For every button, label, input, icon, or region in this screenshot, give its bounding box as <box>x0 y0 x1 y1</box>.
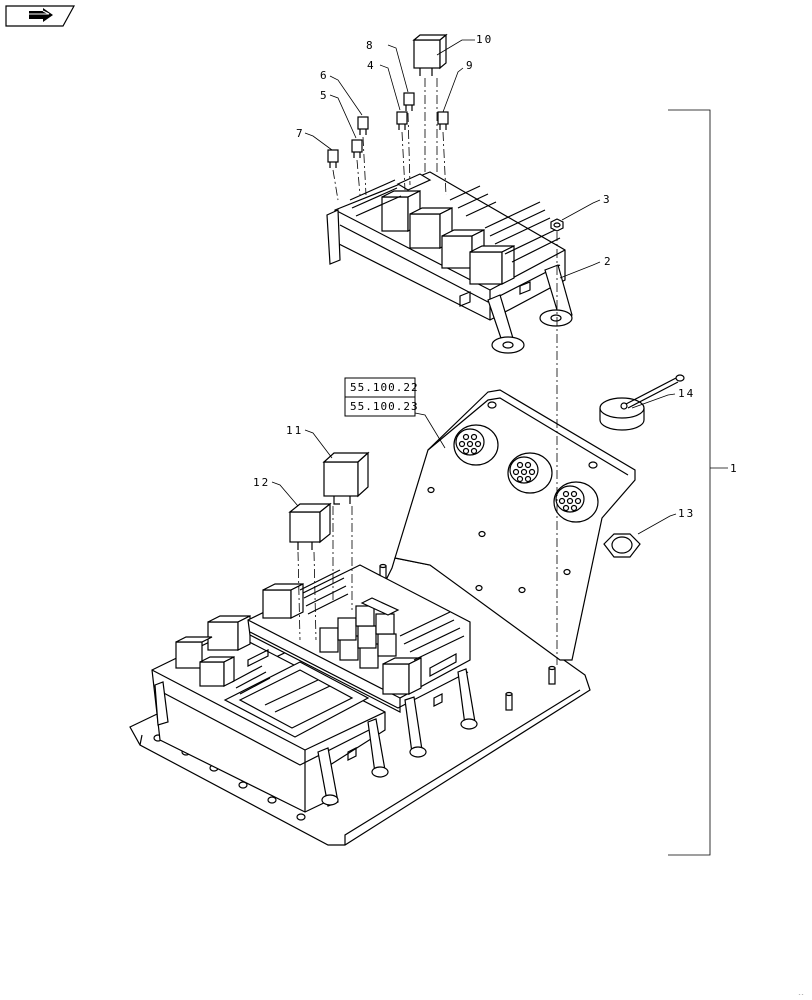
fuse-7 <box>327 149 339 168</box>
assembly-lines <box>297 78 558 665</box>
reference-55-100-22[interactable]: 55.100.22 <box>350 381 419 394</box>
callout-5: 5 <box>320 89 329 102</box>
callout-14: 14 <box>678 387 695 400</box>
relay-10 <box>412 33 448 76</box>
callout-1: 1 <box>730 462 739 475</box>
callout-9: 9 <box>466 59 475 72</box>
connector-panel <box>394 389 636 661</box>
callout-6: 6 <box>320 69 329 82</box>
callout-7: 7 <box>296 127 305 140</box>
corner-mark: -- <box>798 992 804 998</box>
assembly-bracket <box>668 109 728 856</box>
upper-fuse-box <box>326 171 573 354</box>
nut-3 <box>550 218 564 232</box>
callout-13: 13 <box>678 507 695 520</box>
reference-box[interactable]: 55.100.22 55.100.23 <box>344 377 419 417</box>
fuse-4 <box>396 111 408 130</box>
studs <box>379 563 556 711</box>
cap-14 <box>599 374 685 431</box>
lower-fuse-box-left <box>151 615 389 813</box>
callouts: 1 2 3 4 5 6 7 8 9 10 11 12 13 14 -- <box>253 33 804 998</box>
next-page-arrow-icon <box>5 5 76 27</box>
callout-8: 8 <box>366 39 375 52</box>
reference-55-100-23[interactable]: 55.100.23 <box>350 400 419 413</box>
next-page-button[interactable] <box>5 5 76 27</box>
callout-4: 4 <box>367 59 376 72</box>
hex-nut-13 <box>603 533 641 558</box>
mini-fuses <box>327 92 449 168</box>
relay-array <box>262 583 422 695</box>
fuse-5 <box>351 139 363 158</box>
callout-11: 11 <box>286 424 303 437</box>
round-connectors <box>453 424 599 523</box>
relay-11 <box>322 451 370 505</box>
callout-12: 12 <box>253 476 270 489</box>
callout-10: 10 <box>476 33 493 46</box>
relay-12 <box>288 502 332 550</box>
fuse-6 <box>357 116 369 135</box>
fuse-8 <box>403 92 415 111</box>
lower-fuse-box-right <box>247 564 478 758</box>
fuse-9 <box>437 111 449 130</box>
callout-3: 3 <box>603 193 612 206</box>
callout-2: 2 <box>604 255 613 268</box>
